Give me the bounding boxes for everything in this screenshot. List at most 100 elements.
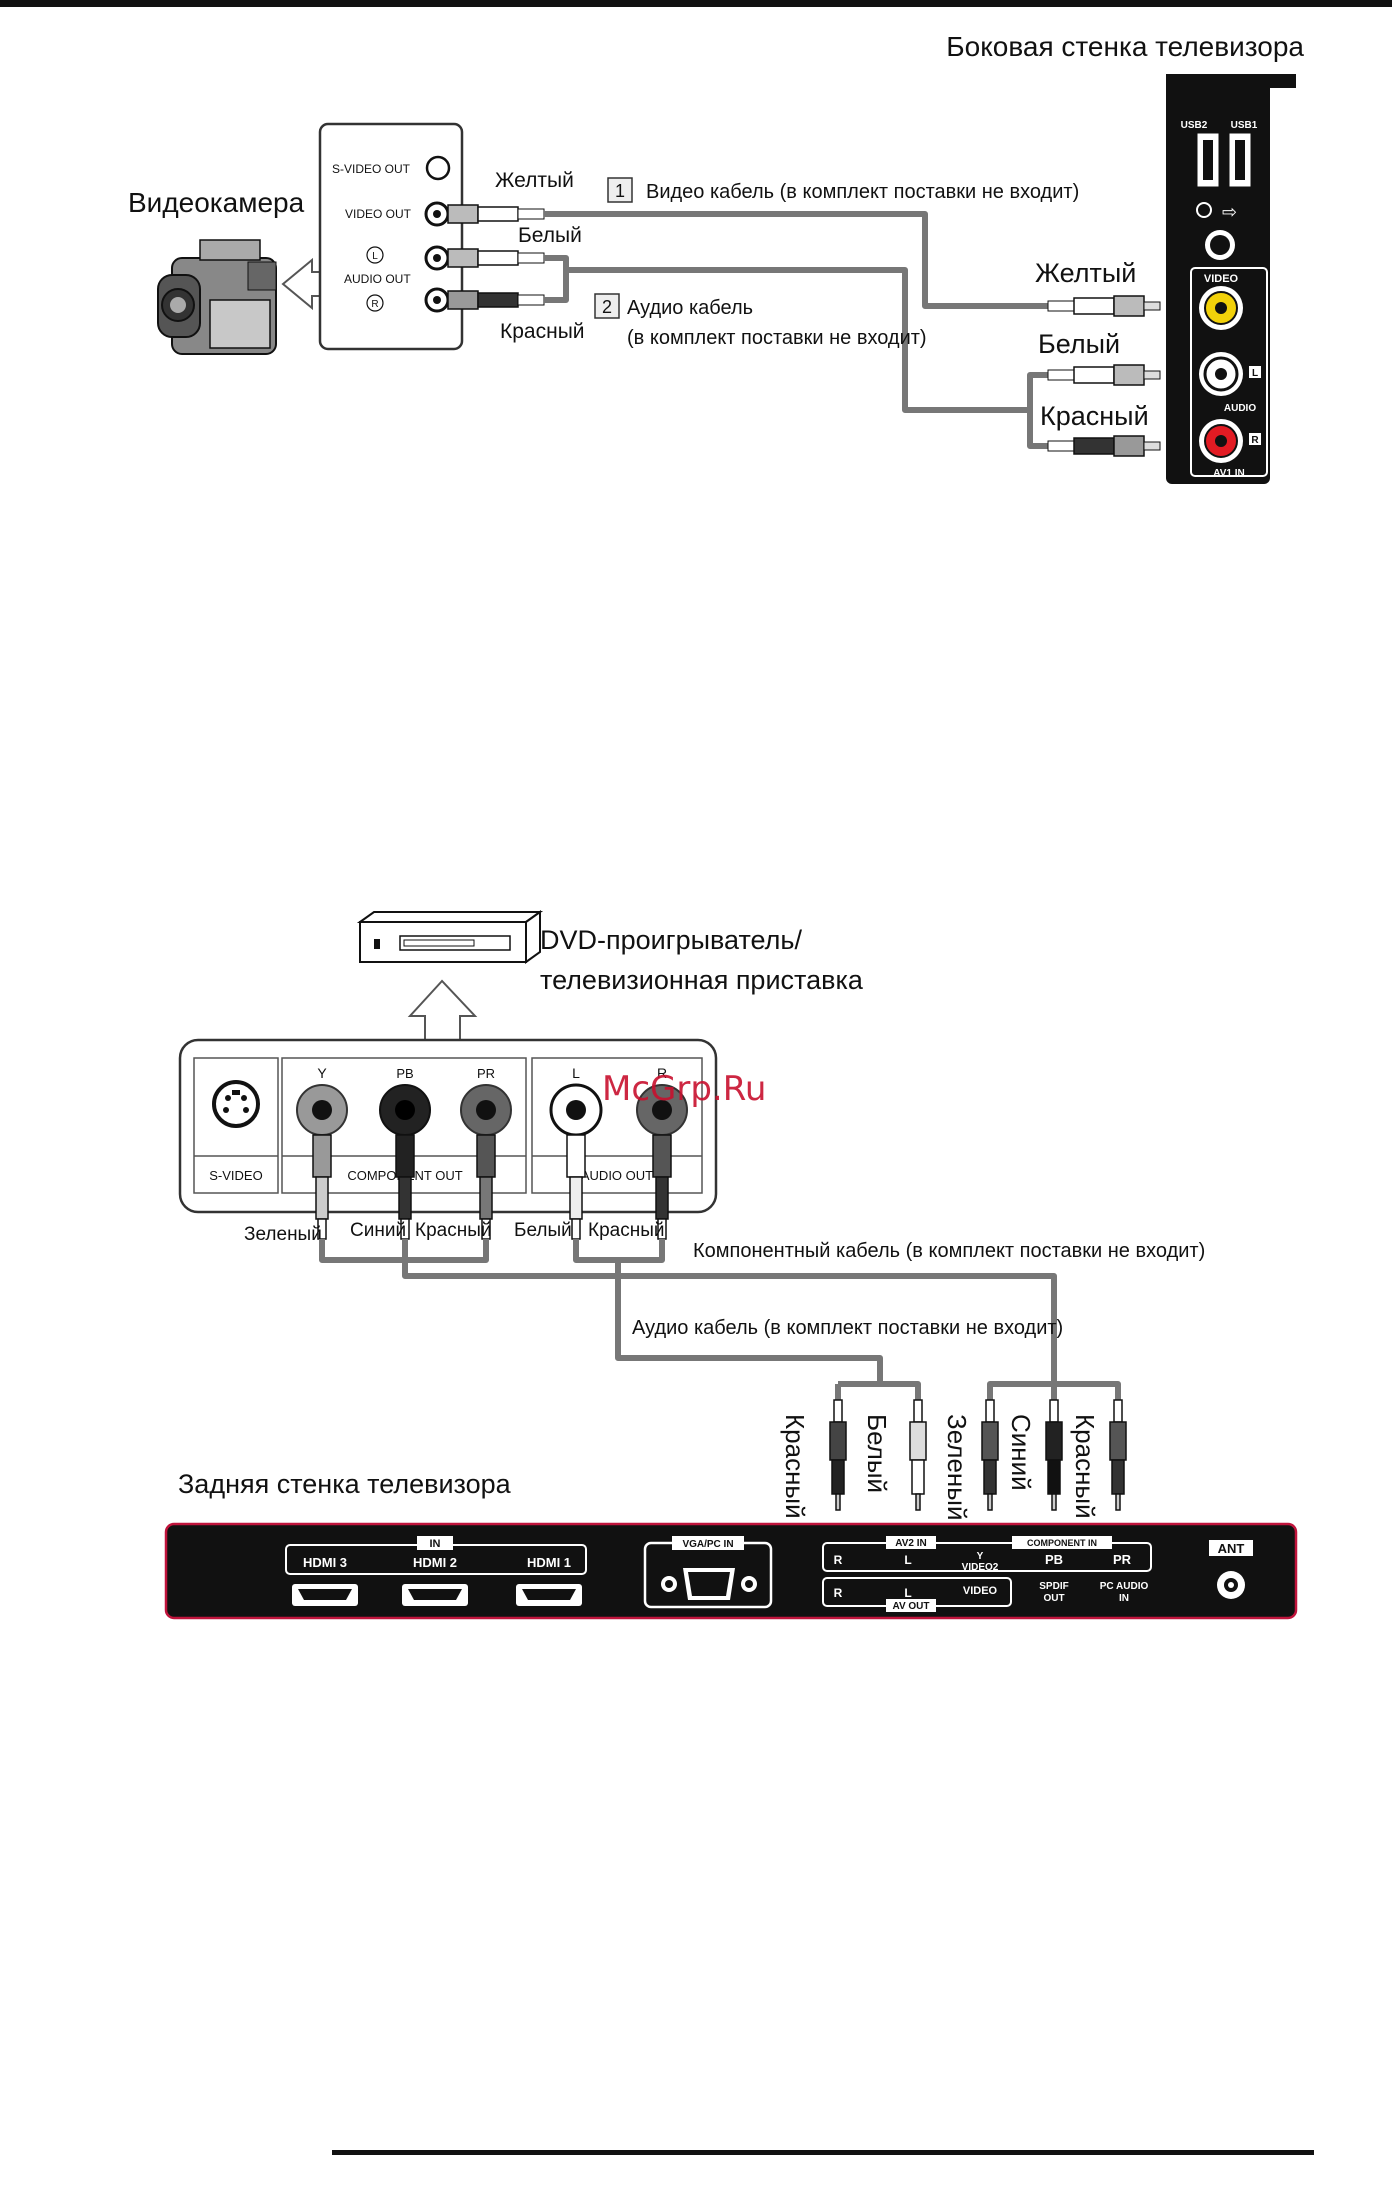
tv-back-panel: IN HDMI 3 HDMI 2 HDMI 1 VGA/PC IN AV2 IN… <box>164 1522 1298 1620</box>
right-yellow-label: Желтый <box>1035 258 1136 288</box>
audio-cable-label: Аудио кабель (в комплект поставки не вхо… <box>632 1317 1063 1339</box>
left-yellow-label: Желтый <box>495 169 574 192</box>
hdmi3-port <box>292 1584 358 1606</box>
comp-pb-label: PB <box>396 1066 413 1081</box>
vlabel-green: Зеленый <box>942 1414 972 1521</box>
headphone-icon <box>1196 202 1212 218</box>
avout-r-label: R <box>834 1586 843 1600</box>
cable1-label: Видео кабель (в комплект поставки не вхо… <box>646 181 1079 203</box>
vlabel-red: Красный <box>780 1414 810 1519</box>
right-white-label: Белый <box>1038 329 1120 359</box>
vlabel-blue: Синий <box>1006 1414 1036 1491</box>
pcaudio-label-2: IN <box>1119 1593 1129 1604</box>
top-rule <box>0 0 1392 7</box>
tv-audio-l-label: L <box>1252 368 1258 379</box>
hdmi2-label: HDMI 2 <box>413 1555 457 1570</box>
audio-r-panel-label: R <box>657 1065 667 1081</box>
dvd-plugs <box>312 1134 672 1240</box>
plug-yellow-tv-side <box>1047 295 1161 317</box>
audio-l-text: L <box>372 251 378 262</box>
tv-side-panel: USB2 USB1 ⇨ VIDEO L AUDIO R <box>1166 74 1296 484</box>
svideo-label: S-VIDEO <box>209 1168 262 1183</box>
hdmi1-label: HDMI 1 <box>527 1555 571 1570</box>
cable2-line1: Аудио кабель <box>627 297 753 319</box>
plug-red-label: Красный <box>415 1220 491 1241</box>
cable2-line2: (в комплект поставки не входит) <box>627 327 927 349</box>
av2-r-label: R <box>834 1553 843 1567</box>
diagram-camcorder: Боковая стенка телевизора Видеокамера S-… <box>128 31 1304 484</box>
camcorder-port-panel <box>318 122 464 351</box>
vlabel-red2: Красный <box>1070 1414 1100 1519</box>
video2-label: VIDEO2 <box>962 1562 999 1573</box>
plug-white-label: Белый <box>514 1220 572 1241</box>
tv-audio-r-label: R <box>1251 435 1259 446</box>
pr-label: PR <box>1113 1552 1132 1567</box>
hdmi2-port <box>402 1584 468 1606</box>
arrow-to-camcorder <box>281 257 323 311</box>
svideo-out-label: S-VIDEO OUT <box>332 162 411 176</box>
vga-label: VGA/PC IN <box>682 1539 733 1550</box>
audio-out-label: AUDIO OUT <box>344 272 411 286</box>
tv-back-plugs <box>829 1399 1127 1511</box>
arrow-to-dvd <box>407 979 478 1041</box>
tv-video-label: VIDEO <box>1204 273 1239 285</box>
plug-red-camcorder <box>447 290 545 310</box>
cable2-num-box <box>594 293 620 319</box>
plug-red-tv-side <box>1047 435 1161 457</box>
spdif-label-1: SPDIF <box>1039 1581 1068 1592</box>
headphone-out-icon: ⇨ <box>1222 202 1237 223</box>
dvd-player-icon <box>356 910 544 964</box>
cable1-num-box <box>607 177 633 203</box>
svideo-out-port <box>425 155 451 181</box>
cables-diagram2 <box>319 1239 1121 1400</box>
av-out-label: AV OUT <box>892 1601 929 1612</box>
audio-l-panel-label: L <box>572 1065 580 1081</box>
cable1-num: 1 <box>615 181 625 201</box>
svideo-port-icon <box>212 1080 260 1128</box>
hdmi1-port <box>516 1584 582 1606</box>
cable2-num: 2 <box>602 297 612 317</box>
vlabel-white: Белый <box>862 1414 892 1493</box>
plug-blue-label: Синий <box>350 1220 406 1241</box>
comp-y-label: Y <box>317 1065 327 1081</box>
dvd-line2: телевизионная приставка <box>540 965 864 995</box>
pb-label: PB <box>1045 1552 1063 1567</box>
plug-red2-label: Красный <box>588 1220 664 1241</box>
plug-green-label: Зеленый <box>244 1224 322 1245</box>
avout-video-label: VIDEO <box>963 1585 998 1597</box>
avout-l-label: L <box>904 1586 911 1600</box>
usb2-label: USB2 <box>1181 120 1208 131</box>
camcorder-icon <box>157 239 277 355</box>
pcaudio-label-1: PC AUDIO <box>1100 1581 1149 1592</box>
right-red-label: Красный <box>1040 401 1149 431</box>
audio-r-text: R <box>371 299 378 310</box>
audio-out-panel-label: AUDIO OUT <box>581 1168 653 1183</box>
component-cable-label: Компонентный кабель (в комплект поставки… <box>693 1240 1205 1262</box>
ant-label: ANT <box>1218 1541 1245 1556</box>
bottom-rule <box>332 2150 1314 2155</box>
video-out-label: VIDEO OUT <box>345 207 412 221</box>
dvd-line1: DVD-проигрыватель/ <box>540 925 802 955</box>
y-label: Y <box>977 1551 984 1562</box>
camcorder-label: Видеокамера <box>128 187 305 218</box>
hdmi-in-label: IN <box>430 1538 441 1550</box>
component-in-label: COMPONENT IN <box>1027 1538 1097 1548</box>
diagram-dvd: DVD-проигрыватель/ телевизионная пристав… <box>164 910 1298 1620</box>
audio-r-badge <box>366 294 384 312</box>
left-white-label: Белый <box>518 224 582 247</box>
watermark: McGrp.Ru <box>602 1069 766 1109</box>
left-red-label: Красный <box>500 320 585 343</box>
plug-white-camcorder <box>447 248 545 268</box>
plug-yellow-camcorder <box>447 204 545 224</box>
av2-in-label: AV2 IN <box>895 1538 927 1549</box>
cables-diagram1 <box>544 211 1048 449</box>
comp-pr-label: PR <box>477 1066 495 1081</box>
av2-l-label: L <box>904 1553 911 1567</box>
tv-audio-label: AUDIO <box>1224 403 1256 414</box>
spdif-label-2: OUT <box>1043 1593 1064 1604</box>
hdmi3-label: HDMI 3 <box>303 1555 347 1570</box>
av-block <box>822 1542 1152 1572</box>
plug-white-tv-side <box>1047 364 1161 386</box>
av1-in-label: AV1 IN <box>1213 468 1245 479</box>
